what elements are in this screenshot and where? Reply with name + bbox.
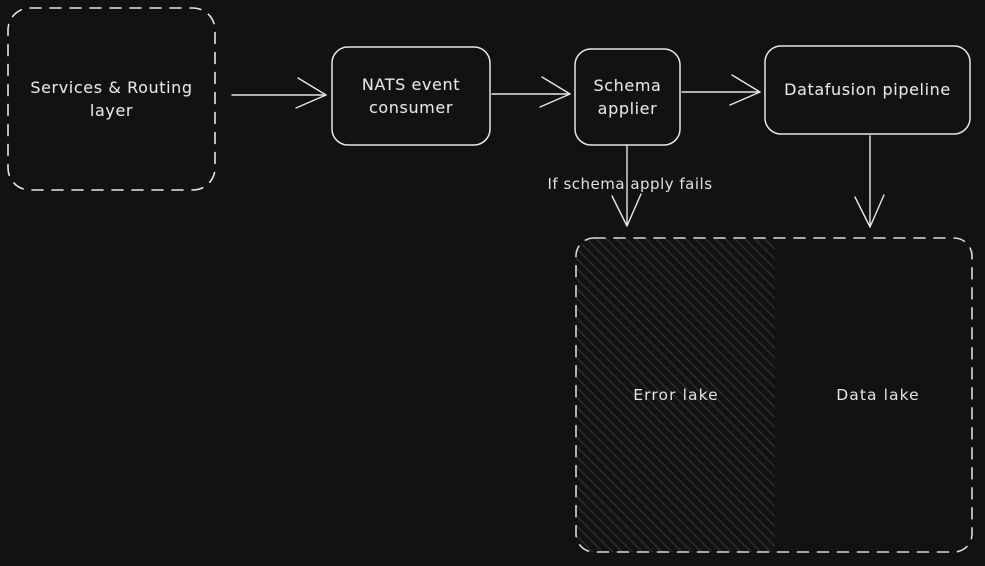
edge-datafusion-to-data-lake — [854, 135, 885, 228]
edge-schema-to-error-lake — [611, 145, 642, 227]
node-nats-event-consumer[interactable] — [331, 46, 491, 146]
arrowhead-icon — [611, 193, 642, 227]
node-datafusion-pipeline[interactable] — [764, 45, 971, 135]
error-lake-hatch-fill — [576, 238, 775, 552]
edge-schema-to-datafusion — [681, 74, 761, 106]
edge-shapes — [231, 74, 885, 228]
arrowhead-icon — [729, 74, 761, 106]
arrowhead-icon — [539, 76, 571, 108]
lake-container-border — [575, 237, 973, 553]
node-schema-applier[interactable] — [574, 48, 681, 146]
node-shapes — [7, 7, 971, 191]
error-lake-label: Error lake — [633, 386, 719, 404]
arrowhead-icon — [295, 77, 327, 109]
data-lake-label: Data lake — [836, 386, 920, 404]
arrowhead-icon — [854, 194, 885, 228]
edge-label-if-schema-apply-fails: If schema apply fails — [547, 175, 713, 193]
node-services-routing-layer[interactable] — [7, 7, 216, 191]
lake-container[interactable] — [575, 237, 973, 553]
edge-nats-to-schema — [491, 76, 571, 108]
edge-services-to-nats — [231, 77, 327, 109]
